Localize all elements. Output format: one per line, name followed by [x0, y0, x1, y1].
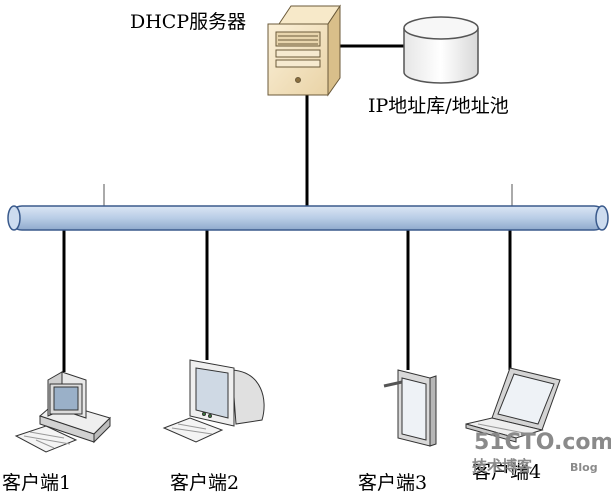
ip-pool-label: IP地址库/地址池: [368, 95, 509, 117]
watermark-blog: Blog: [570, 461, 598, 474]
client-3-label: 客户端3: [358, 472, 428, 494]
server-label: DHCP服务器: [130, 11, 247, 33]
network-bus: [7, 205, 609, 231]
database-icon: [403, 16, 479, 84]
desktop-pc-icon: [14, 371, 111, 453]
client-2-label: 客户端2: [170, 472, 240, 494]
connection-lines: [62, 44, 512, 372]
client-4-label: 客户端4: [472, 461, 542, 483]
tablet-icon: [383, 369, 437, 447]
laptop-icon: [465, 367, 561, 443]
watermark-sub: 技术博客: [472, 457, 533, 475]
watermark-brand: 51CTO.com: [474, 430, 611, 455]
crt-monitor-icon: [162, 359, 265, 443]
client-1-label: 客户端1: [2, 472, 72, 494]
server-icon: [267, 4, 341, 97]
